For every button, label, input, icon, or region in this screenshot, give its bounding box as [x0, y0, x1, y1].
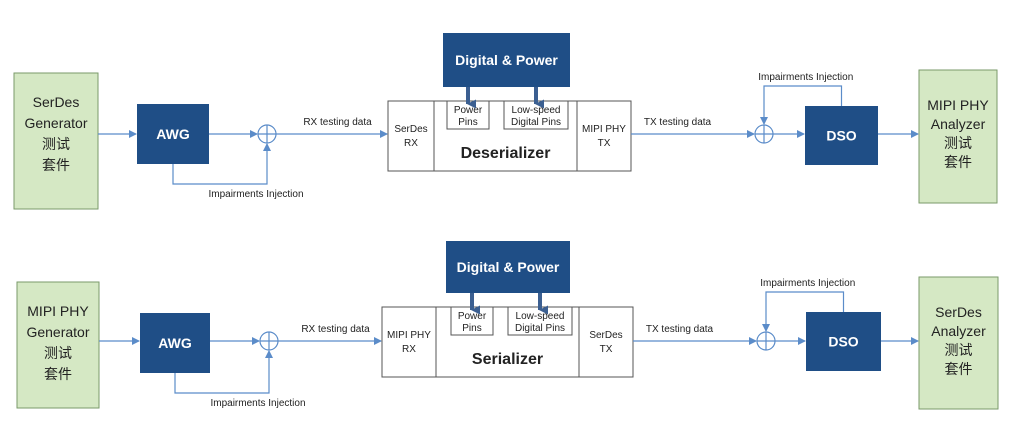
- lowspeed-pins-label-line-1: Low-speed: [516, 311, 565, 322]
- summing-junction-awg: [259, 331, 279, 351]
- lowspeed-pins-label-line-1: Low-speed: [512, 105, 561, 116]
- dut-main-label: Serializer: [472, 351, 543, 368]
- generator-box-label-line-1: SerDes: [33, 94, 80, 110]
- dso-impairments-label: Impairments Injection: [758, 72, 853, 83]
- digital-power-label: Digital & Power: [457, 259, 560, 275]
- analyzer-box-label-line-3: 测试: [944, 135, 972, 151]
- awg-impairments-label: Impairments Injection: [210, 398, 305, 409]
- digital-power-box: [446, 241, 570, 293]
- analyzer-box-label-line-3: 测试: [945, 342, 973, 358]
- dut-right-port-label-line-2: TX: [600, 344, 613, 355]
- dso-impairments-label: Impairments Injection: [760, 278, 855, 289]
- analyzer-box: [918, 276, 999, 410]
- analyzer-box: [918, 69, 998, 204]
- generator-box-label-line-4: 套件: [42, 157, 70, 173]
- summing-junction-dso: [754, 124, 774, 144]
- awg-impairments-loop: [172, 143, 271, 185]
- dut-left-port-label-line-2: RX: [402, 344, 416, 355]
- rx-testing-data-label: RX testing data: [301, 324, 370, 335]
- awg-box: [140, 313, 210, 373]
- generator-box-label-line-3: 测试: [44, 345, 72, 361]
- awg-impairments-loop: [174, 350, 273, 394]
- dut-right-port-label-line-1: SerDes: [589, 330, 622, 341]
- dut-left-port-label-line-1: SerDes: [394, 124, 427, 135]
- generator-box-label-line-3: 测试: [42, 136, 70, 152]
- dso-box: [805, 106, 878, 165]
- tx-testing-data-label: TX testing data: [646, 324, 714, 335]
- generator-box: [16, 281, 100, 409]
- dso-impairments-loop: [760, 85, 843, 125]
- analyzer-box-label-line-1: MIPI PHY: [927, 97, 989, 113]
- awg-label: AWG: [158, 335, 192, 351]
- analyzer-box-label-line-2: Analyzer: [931, 323, 986, 339]
- digital-power-box: [443, 33, 570, 87]
- dut-main-label: Deserializer: [461, 145, 551, 162]
- dut-right-port-label-line-2: TX: [598, 138, 611, 149]
- digital-power-label: Digital & Power: [455, 52, 558, 68]
- summing-junction-awg: [257, 124, 277, 144]
- analyzer-box-label-line-4: 套件: [945, 361, 973, 377]
- dso-box: [806, 312, 881, 371]
- analyzer-box-label-line-4: 套件: [944, 154, 972, 170]
- analyzer-box-label-line-1: SerDes: [935, 304, 982, 320]
- summing-junction-dso: [756, 331, 776, 351]
- generator-box-label-line-1: MIPI PHY: [27, 303, 89, 319]
- power-pins-box: [446, 100, 490, 130]
- analyzer-box-label-line-2: Analyzer: [931, 116, 986, 132]
- dso-label: DSO: [826, 128, 856, 144]
- generator-box-label-line-2: Generator: [26, 324, 89, 340]
- power-pins-label-line-1: Power: [458, 311, 487, 322]
- dut-left-port-label-line-1: MIPI PHY: [387, 330, 431, 341]
- generator-box-label-line-2: Generator: [24, 115, 87, 131]
- generator-box: [13, 72, 99, 210]
- lowspeed-pins-label-line-2: Digital Pins: [515, 323, 565, 334]
- power-pins-label-line-1: Power: [454, 105, 483, 116]
- dso-impairments-loop: [762, 291, 845, 332]
- power-pins-label-line-2: Pins: [458, 117, 477, 128]
- dut-left-port-label-line-2: RX: [404, 138, 418, 149]
- tx-testing-data-label: TX testing data: [644, 117, 712, 128]
- awg-impairments-label: Impairments Injection: [208, 189, 303, 200]
- dso-label: DSO: [828, 334, 858, 350]
- lowspeed-pins-label-line-2: Digital Pins: [511, 117, 561, 128]
- rx-testing-data-label: RX testing data: [303, 117, 372, 128]
- awg-label: AWG: [156, 126, 190, 142]
- generator-box-label-line-4: 套件: [44, 366, 72, 382]
- dut-right-port-label-line-1: MIPI PHY: [582, 124, 626, 135]
- power-pins-label-line-2: Pins: [462, 323, 481, 334]
- awg-box: [137, 104, 209, 164]
